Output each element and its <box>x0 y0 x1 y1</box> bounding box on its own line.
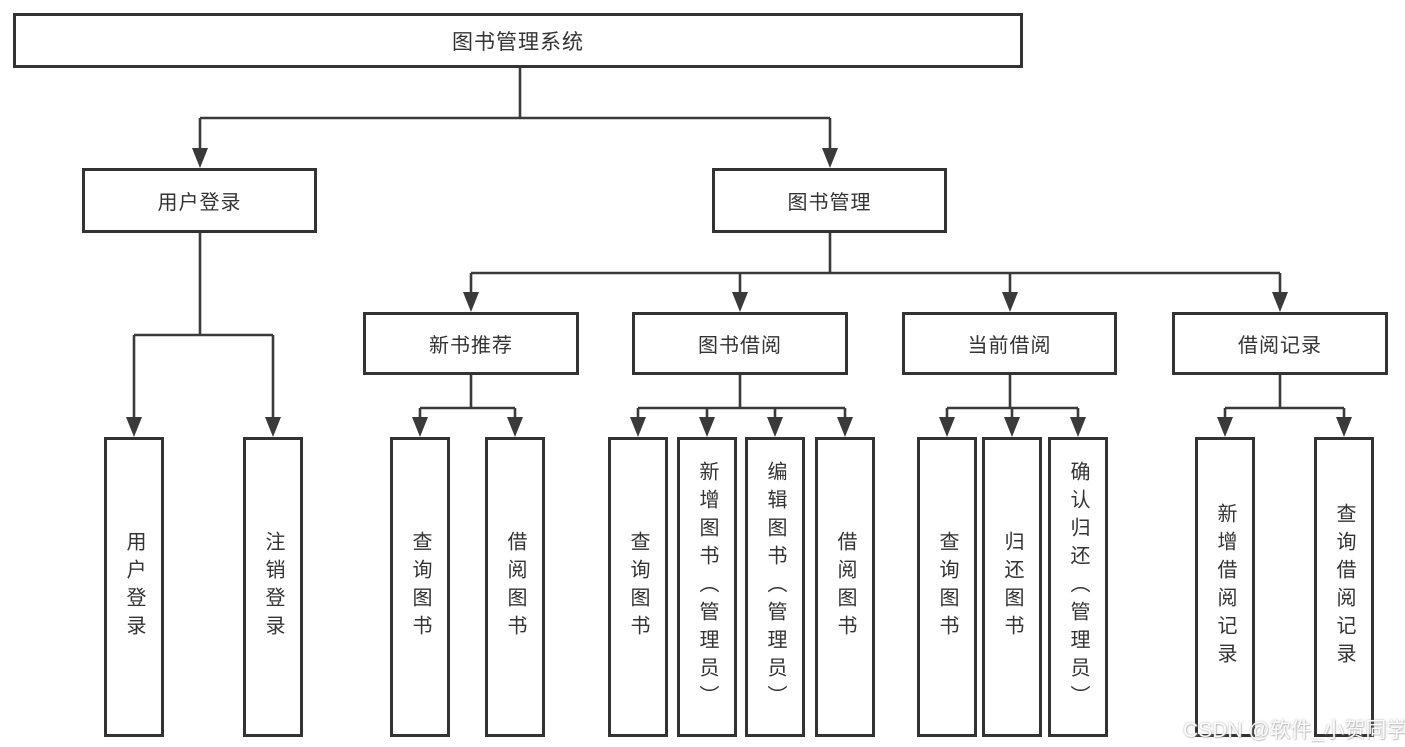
leaf-query-books-borrow-label: 查询图书 <box>627 531 649 643</box>
leaf-add-books-admin: 新增图书（管理员） <box>677 437 737 737</box>
arrowhead-icon <box>1217 417 1233 437</box>
leaf-edit-books-admin-label: 编辑图书（管理员） <box>764 461 786 713</box>
node-book-management-label: 图书管理 <box>787 192 872 214</box>
leaf-borrow-books-recommend: 借阅图书 <box>485 437 545 737</box>
arrowhead-icon <box>265 417 281 437</box>
arrowhead-icon <box>699 417 715 437</box>
node-current-borrowing: 当前借阅 <box>902 312 1117 375</box>
node-borrowing-records-label: 借阅记录 <box>1238 335 1322 357</box>
arrowhead-icon <box>1336 417 1352 437</box>
connector-mgmt-to-groups <box>469 233 1282 295</box>
arrowhead-icon <box>192 148 208 168</box>
arrowhead-icon <box>1002 292 1018 312</box>
arrowhead-icon <box>1004 417 1020 437</box>
leaf-add-borrow-record: 新增借阅记录 <box>1195 437 1255 737</box>
node-current-borrowing-label: 当前借阅 <box>967 335 1052 357</box>
leaf-return-books: 归还图书 <box>982 437 1042 737</box>
leaf-user-login-label: 用户登录 <box>123 531 145 643</box>
leaf-user-login: 用户登录 <box>104 437 164 737</box>
leaf-query-borrow-record-label: 查询借阅记录 <box>1333 503 1355 671</box>
leaf-logout-label: 注销登录 <box>262 531 284 643</box>
leaf-borrow-books: 借阅图书 <box>815 437 875 737</box>
node-book-management: 图书管理 <box>712 168 947 233</box>
node-new-book-recommendation: 新书推荐 <box>363 312 579 375</box>
leaf-query-borrow-record: 查询借阅记录 <box>1314 437 1374 737</box>
arrowhead-icon <box>463 292 479 312</box>
connector-g2-to-leaves <box>636 375 847 421</box>
leaf-return-books-label: 归还图书 <box>1001 531 1023 643</box>
leaf-confirm-return-admin-label: 确认归还（管理员） <box>1067 461 1089 713</box>
node-book-borrowing-label: 图书借阅 <box>698 335 782 357</box>
arrowhead-icon <box>837 417 853 437</box>
node-library-system-label: 图书管理系统 <box>452 30 584 54</box>
connector-login-to-leaves <box>132 233 275 420</box>
arrowhead-icon <box>507 417 523 437</box>
arrowhead-icon <box>1070 417 1086 437</box>
leaf-borrow-books-label: 借阅图书 <box>834 531 856 643</box>
leaf-query-books-recommend: 查询图书 <box>390 437 450 737</box>
leaf-query-books-current-label: 查询图书 <box>936 531 958 643</box>
connector-g3-to-leaves <box>945 375 1080 421</box>
node-user-login: 用户登录 <box>82 168 317 233</box>
leaf-borrow-books-recommend-label: 借阅图书 <box>504 531 526 643</box>
leaf-query-books-current: 查询图书 <box>917 437 977 737</box>
arrowhead-icon <box>1272 292 1288 312</box>
leaf-logout: 注销登录 <box>243 437 303 737</box>
leaf-query-books-borrow: 查询图书 <box>608 437 668 737</box>
leaf-query-books-recommend-label: 查询图书 <box>409 531 431 643</box>
leaf-add-books-admin-label: 新增图书（管理员） <box>696 461 718 713</box>
arrowhead-icon <box>822 148 838 168</box>
node-library-system: 图书管理系统 <box>13 13 1023 68</box>
node-user-login-label: 用户登录 <box>157 192 242 214</box>
node-book-borrowing: 图书借阅 <box>632 312 848 375</box>
leaf-confirm-return-admin: 确认归还（管理员） <box>1048 437 1108 737</box>
connector-g1-to-leaves <box>418 375 517 421</box>
csdn-watermark: CSDN @软件_小贺同学 <box>1183 719 1405 742</box>
leaf-add-borrow-record-label: 新增借阅记录 <box>1214 503 1236 671</box>
node-new-book-recommendation-label: 新书推荐 <box>429 335 513 357</box>
arrowhead-icon <box>412 417 428 437</box>
node-borrowing-records: 借阅记录 <box>1172 312 1388 375</box>
arrowhead-icon <box>630 417 646 437</box>
arrowhead-icon <box>939 417 955 437</box>
arrowhead-icon <box>126 417 142 437</box>
connector-g4-to-leaves <box>1223 375 1346 421</box>
leaf-edit-books-admin: 编辑图书（管理员） <box>745 437 805 737</box>
arrowhead-icon <box>767 417 783 437</box>
connector-root-to-level2 <box>198 68 832 150</box>
arrowhead-icon <box>732 292 748 312</box>
